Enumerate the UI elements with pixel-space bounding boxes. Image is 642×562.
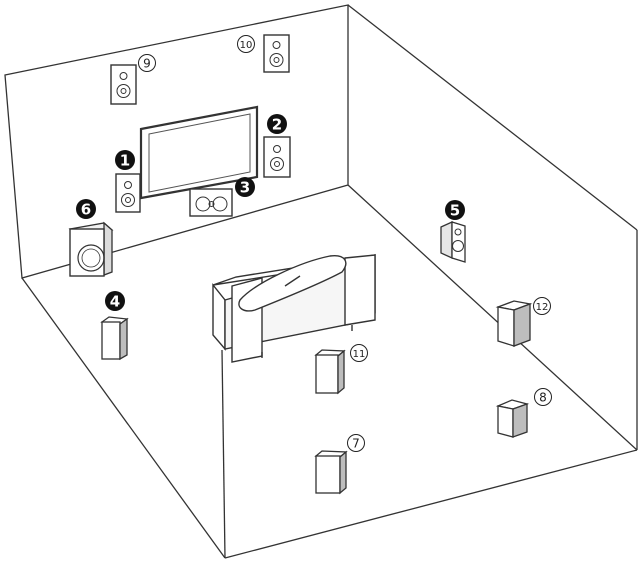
label-8-text: 8 [539,391,547,405]
label-9-text: 9 [143,57,151,71]
speaker-rear-high-right [495,300,533,347]
speaker-front-high-left [110,64,137,105]
speaker-front-left [115,173,141,213]
label-12-text: 12 [536,302,549,313]
label-7-text: 7 [352,437,360,451]
speaker-front-right [263,136,291,178]
right-wall-top-edge [347,4,638,231]
label-3-text: 3 [240,179,250,197]
label-11-badge: 11 [350,344,368,362]
right-wall-bottom-edge [347,184,638,451]
label-4-badge: 4 [105,291,125,311]
floor-left-edge [21,277,226,559]
label-11-text: 11 [353,349,366,360]
label-5-text: 5 [450,202,460,220]
label-4-text: 4 [110,293,120,311]
speaker-surround-back-left [314,450,348,495]
label-1-text: 1 [120,152,130,170]
speaker-surround-left [100,316,129,361]
speaker-front-high-right [263,34,290,73]
speaker-center [189,188,233,217]
label-10-badge: 10 [237,35,255,53]
speaker-surround-right [440,220,466,263]
room-outline [4,4,638,559]
label-3-badge: 3 [235,177,255,197]
speaker-surround-back-right [495,399,530,438]
label-2-text: 2 [272,116,282,134]
label-2-badge: 2 [267,114,287,134]
label-1-badge: 1 [115,150,135,170]
floor-front-edge [224,449,638,559]
label-10-text: 10 [240,40,253,51]
label-9-badge: 9 [138,54,156,72]
label-12-badge: 12 [533,297,551,315]
label-5-badge: 5 [445,200,465,220]
speaker-subwoofer [68,221,114,277]
label-6-text: 6 [81,201,91,219]
tv [139,105,259,200]
label-6-badge: 6 [76,199,96,219]
speaker-rear-high-left [314,349,346,395]
label-7-badge: 7 [347,434,365,452]
front-wall-corner [221,349,226,559]
label-8-badge: 8 [534,388,552,406]
sofa [212,253,376,363]
